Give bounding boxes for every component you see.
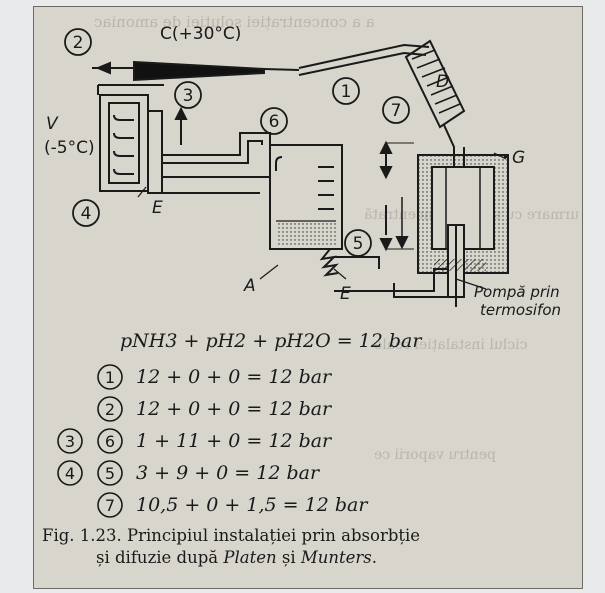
point-5-number: 5 (353, 234, 364, 254)
evaporator-temp: (-5°C) (44, 138, 95, 158)
equation-point-marker (97, 428, 123, 454)
equation-expression: 10,5 + 0 + 1,5 = 12 bar (136, 494, 369, 516)
equation-point-marker (97, 460, 123, 486)
point-3-marker (174, 81, 202, 109)
condenser-c (133, 60, 265, 82)
caption-end: . (371, 548, 378, 567)
equation-point-number: 3 (65, 432, 75, 451)
equation-point-number: 5 (105, 464, 115, 483)
point-7-number: 7 (391, 101, 402, 121)
equation-point-marker (57, 460, 83, 486)
point-1-marker (332, 77, 360, 105)
evaporator-inner (108, 102, 140, 184)
condenser-label: C(+30°C) (160, 24, 241, 44)
caption-conjunction: și (276, 548, 301, 567)
evaporator-label: V (46, 114, 59, 134)
equation-point-number: 2 (105, 400, 115, 419)
caption-line1: Fig. 1.23. Principiul instalației prin a… (42, 526, 421, 545)
equation-point-marker (97, 396, 123, 422)
equation-point-number: 4 (65, 464, 75, 483)
pipe-segment (162, 132, 271, 156)
exchanger-upper-label: E (152, 198, 163, 218)
caption-prefix: și difuzie după (96, 548, 224, 567)
scanned-page: a a concentrației soluției de amoniac ca… (33, 6, 583, 589)
point-4-number: 4 (81, 204, 92, 224)
heater-hatch (434, 259, 486, 271)
equation-expression: 12 + 0 + 0 = 12 bar (136, 366, 333, 388)
equation-point-marker (97, 364, 123, 390)
arrow-left-icon (95, 61, 111, 75)
refrigeration-diagram: 2 1 3 6 7 4 5 C(+30°C) V (-5°C) D G E E … (44, 24, 561, 518)
caption-line2: și difuzie după Platen și Munters. (42, 547, 572, 569)
pipe-segment (443, 124, 455, 155)
pipe-segment (334, 256, 380, 269)
equation-list: 1 12 + 0 + 0 = 12 bar 2 12 + 0 + 0 = 12 bar… (57, 364, 369, 518)
arrow-up-icon (174, 106, 188, 120)
caption-author-munters: Munters (300, 548, 372, 567)
point-1-number: 1 (341, 82, 352, 102)
equation-point-number: 7 (105, 496, 115, 515)
point-2-number: 2 (73, 33, 84, 53)
pump-label-line2: termosifon (480, 301, 561, 319)
exchanger-lower-label: E (340, 284, 351, 304)
equation-point-marker (57, 428, 83, 454)
evaporator-v (99, 94, 149, 192)
absorber-label: A (243, 276, 256, 296)
pipe-segment (298, 51, 427, 76)
coil-e (319, 248, 339, 277)
equation-expression: 1 + 11 + 0 = 12 bar (136, 430, 333, 452)
point-2-marker (64, 28, 92, 56)
generator-label: G (512, 148, 525, 168)
equation-expression: 3 + 9 + 0 = 12 bar (136, 462, 321, 484)
point-7-marker (382, 96, 410, 124)
equation-expression: 12 + 0 + 0 = 12 bar (136, 398, 333, 420)
figure-caption: Fig. 1.23. Principiul instalației prin a… (42, 525, 572, 569)
absorber-a (269, 144, 343, 250)
point-5-marker (344, 229, 372, 257)
equation-header: pNH3 + pH2 + pH2O = 12 bar (120, 330, 423, 352)
pipe-segment (263, 68, 300, 71)
equation-point-number: 6 (105, 432, 115, 451)
point-6-number: 6 (269, 112, 280, 132)
pump-label-line1: Pompă prin (474, 283, 560, 301)
equation-point-number: 1 (105, 368, 115, 387)
caption-author-platen: Platen (223, 548, 277, 567)
point-3-number: 3 (183, 86, 194, 106)
equation-point-marker (97, 492, 123, 518)
rectifier-label: D (436, 72, 449, 92)
point-6-marker (260, 107, 288, 135)
absorber-solution (276, 221, 336, 245)
rectifier-d (404, 39, 466, 129)
point-4-marker (72, 199, 100, 227)
